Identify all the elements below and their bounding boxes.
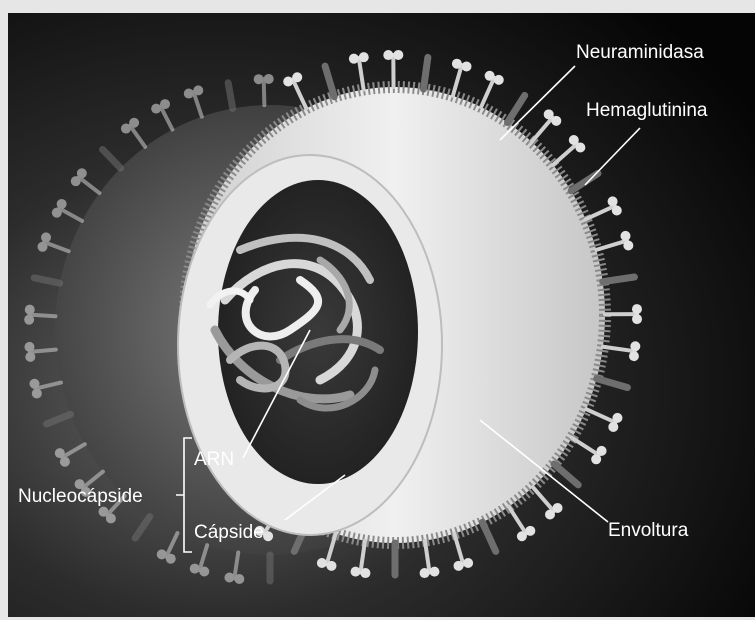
neuraminidase-spike-icon xyxy=(603,277,635,282)
neuraminidase-spike-icon xyxy=(424,57,428,89)
label-capsid: Cápside xyxy=(194,522,264,543)
capsid-cavity xyxy=(218,180,418,484)
label-neuraminidase: Neuraminidasa xyxy=(576,42,704,63)
label-hemagglutinin: Hemaglutinina xyxy=(586,100,708,121)
label-envelope: Envoltura xyxy=(608,520,689,541)
neuraminidase-spike-icon xyxy=(228,83,233,109)
label-rna: ARN xyxy=(194,449,234,470)
label-nucleocapsid: Nucleocápside xyxy=(18,486,143,507)
